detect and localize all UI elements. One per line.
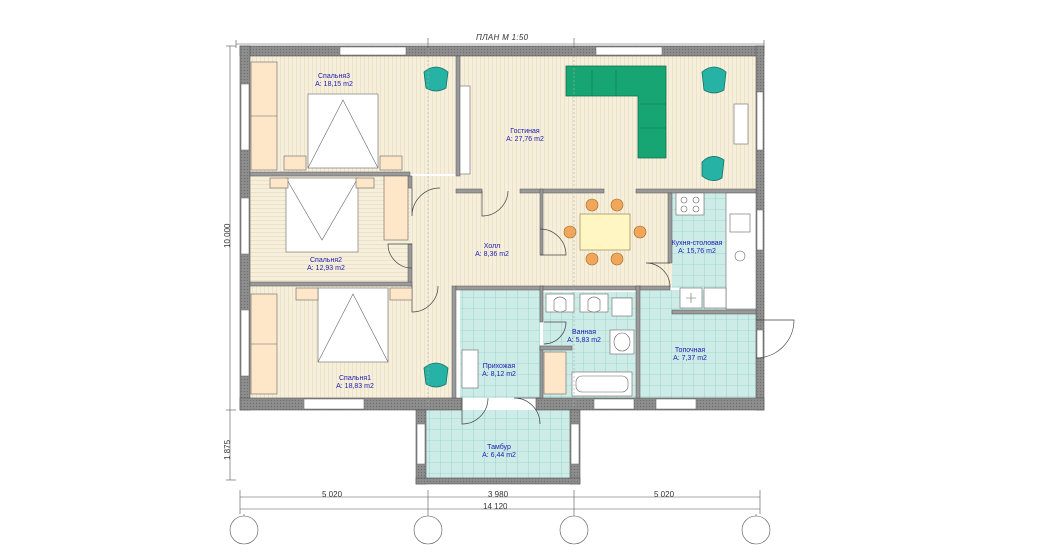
room-label-vestibule: Тамбур А: 6,44 m2	[482, 444, 516, 460]
dining-set	[563, 198, 647, 266]
room-name: Спальня3	[317, 73, 351, 80]
room-label-living: Гостиная А: 27,76 m2	[506, 128, 544, 144]
room-label-hall: Холл А: 8,36 m2	[475, 243, 509, 259]
room-name: Спальня1	[338, 375, 372, 382]
room-name: Тамбур	[487, 444, 511, 451]
room-area: А: 12,93 m2	[307, 265, 345, 272]
room-label-boiler: Топочная А: 7,37 m2	[673, 347, 707, 363]
room-area: А: 5,83 m2	[567, 337, 601, 344]
bedroom3-furniture	[250, 61, 471, 175]
doors	[387, 187, 795, 425]
room-name: Спальня2	[309, 257, 343, 264]
room-name: Ванная	[572, 329, 596, 336]
dimension-vestibule-height: 1 875	[223, 439, 232, 460]
room-area: А: 8,36 m2	[475, 251, 509, 258]
floor-hall	[410, 176, 540, 288]
room-name: Кухня-столовая	[671, 240, 723, 247]
room-label-bedroom2: Спальня2 А: 12,93 m2	[307, 257, 345, 273]
room-area: А: 7,37 m2	[673, 355, 707, 362]
bedroom2-furniture	[269, 175, 409, 253]
plan-title: ПЛАН М 1:50	[476, 33, 529, 42]
kitchen-fixtures	[675, 192, 757, 310]
bedroom1-furniture	[250, 287, 413, 395]
dimension-middle-segment: 3 980	[488, 490, 509, 499]
room-label-bedroom1: Спальня1 А: 18,83 m2	[336, 375, 374, 391]
dimension-main-height: 10 000	[223, 223, 232, 248]
room-label-bathroom: Ванная А: 5,83 m2	[567, 329, 601, 345]
windows	[240, 46, 764, 465]
room-label-entrance: Прихожая А: 8,12 m2	[482, 363, 516, 379]
dimension-right-segment: 5 020	[654, 490, 675, 499]
dimension-left-segment: 5 020	[322, 490, 343, 499]
room-area: А: 6,44 m2	[482, 452, 516, 459]
dimension-overall-width: 14 120	[483, 502, 508, 511]
room-name: Прихожая	[482, 363, 516, 370]
floor-vestibule	[426, 410, 570, 480]
inner-walls	[249, 55, 757, 399]
room-area: А: 18,15 m2	[315, 81, 353, 88]
room-area: А: 18,83 m2	[336, 383, 374, 390]
room-area: А: 8,12 m2	[482, 371, 516, 378]
room-name: Топочная	[674, 347, 706, 354]
room-name: Холл	[483, 243, 501, 250]
room-area: А: 27,76 m2	[506, 136, 544, 143]
bathroom-fixtures	[545, 293, 635, 397]
room-label-kitchen: Кухня-столовая А: 15,76 m2	[672, 240, 723, 256]
room-name: Гостиная	[510, 128, 540, 135]
room-label-bedroom3: Спальня3 А: 18,15 m2	[315, 73, 353, 89]
entrance-fixtures	[461, 349, 567, 395]
living-furniture	[565, 65, 749, 159]
dimension-lines	[226, 38, 771, 545]
room-area: А: 15,76 m2	[678, 248, 716, 255]
corner-sofa	[565, 65, 667, 159]
armchairs	[423, 66, 727, 388]
